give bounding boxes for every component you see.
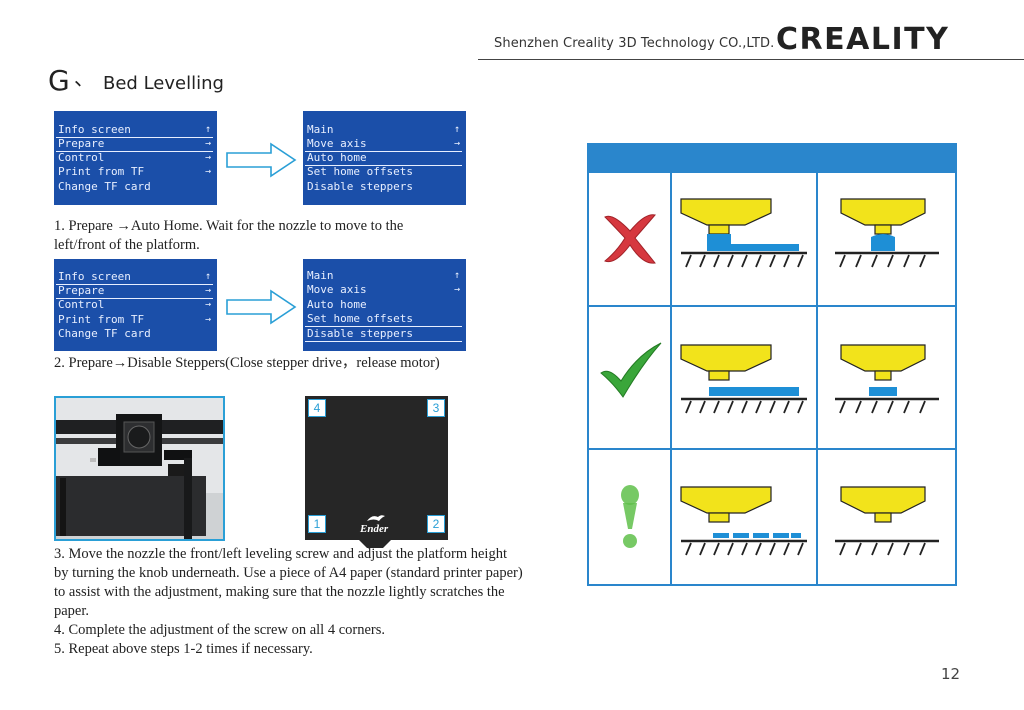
nozzle-too-close-wide	[680, 198, 807, 268]
menu-item-set-home-offsets: Set home offsets	[305, 312, 462, 327]
section-letter: G	[48, 64, 70, 97]
menu-item-disable-steppers: Disable steppers	[305, 327, 462, 342]
menu-item-auto-home: Auto home	[305, 151, 462, 166]
menu-item-print-from-tf: Print from TF→	[58, 165, 211, 178]
bed-brand-label: Ender	[360, 523, 389, 535]
corner-label-4: 4	[308, 399, 326, 417]
step-3-text: 3. Move the nozzle the front/left leveli…	[54, 546, 523, 619]
arrow-right-icon	[226, 142, 297, 178]
grid-line	[589, 305, 955, 307]
step-4-text: 4. Complete the adjustment of the screw …	[54, 622, 385, 638]
section-title: Bed Levelling	[103, 73, 224, 94]
menu-item-prepare: Prepare→	[56, 284, 213, 299]
company-name: Shenzhen Creality 3D Technology CO.,LTD.	[494, 36, 775, 51]
corner-label-1: 1	[308, 515, 326, 533]
nozzle-too-far-wide	[680, 486, 807, 556]
check-icon	[600, 342, 662, 398]
menu-item-disable-steppers: Disable steppers	[307, 180, 413, 193]
step-2-text: 2. Prepare→Disable Steppers(Close steppe…	[54, 355, 440, 371]
dragon-logo-icon	[367, 515, 385, 521]
menu-item-auto-home: Auto home	[307, 298, 367, 311]
lcd-prepare-menu-2: Main↑ Move axis→ Auto home Set home offs…	[303, 259, 466, 351]
menu-item-print-from-tf: Print from TF→	[58, 313, 211, 326]
nozzle-too-close-narrow	[835, 198, 939, 268]
lcd-main-menu-2: Info screen↑ Prepare→ Control→ Print fro…	[54, 259, 217, 351]
step-5-text: 5. Repeat above steps 1-2 times if neces…	[54, 641, 313, 657]
lcd-main-menu-1: Info screen↑ Prepare→ Control→ Print fro…	[54, 111, 217, 205]
menu-item-control: Control→	[58, 298, 211, 311]
menu-item-prepare: Prepare→	[56, 137, 213, 152]
exclamation-icon	[621, 485, 639, 548]
menu-item-main: Main↑	[307, 123, 460, 136]
nozzle-correct-narrow	[835, 344, 939, 414]
corner-label-3: 3	[427, 399, 445, 417]
nozzle-too-far-narrow	[835, 486, 939, 556]
step-1-text: 1. Prepare →Auto Home. Wait for the nozz…	[54, 218, 404, 253]
section-mark: 、	[74, 68, 94, 90]
chart-header-bar	[589, 145, 955, 173]
corner-label-2: 2	[427, 515, 445, 533]
menu-item-move-axis: Move axis→	[305, 137, 462, 152]
menu-item-main: Main↑	[307, 269, 460, 282]
page-number: 12	[941, 665, 961, 683]
arrow-right-icon	[226, 289, 297, 325]
creality-logo: CREALITY	[776, 22, 950, 57]
printer-photo	[54, 396, 225, 541]
menu-item-move-axis: Move axis→	[307, 283, 460, 296]
cross-icon	[604, 214, 656, 264]
menu-item-change-tf-card: Change TF card	[58, 180, 151, 193]
menu-item-set-home-offsets: Set home offsets	[307, 165, 413, 178]
bed-diagram: 4 3 1 2 Ender	[303, 394, 450, 549]
menu-item-info-screen: Info screen↑	[56, 123, 213, 138]
grid-line	[670, 173, 672, 584]
lcd-prepare-menu-1: Main↑ Move axis→ Auto home Set home offs…	[303, 111, 466, 205]
nozzle-correct-wide	[680, 344, 807, 414]
grid-line	[589, 448, 955, 450]
menu-item-info-screen: Info screen↑	[56, 270, 213, 285]
menu-item-change-tf-card: Change TF card	[58, 327, 151, 340]
grid-line	[816, 173, 818, 584]
levelling-chart	[587, 143, 957, 586]
header-divider	[478, 59, 1024, 60]
menu-item-control: Control→	[58, 151, 211, 164]
